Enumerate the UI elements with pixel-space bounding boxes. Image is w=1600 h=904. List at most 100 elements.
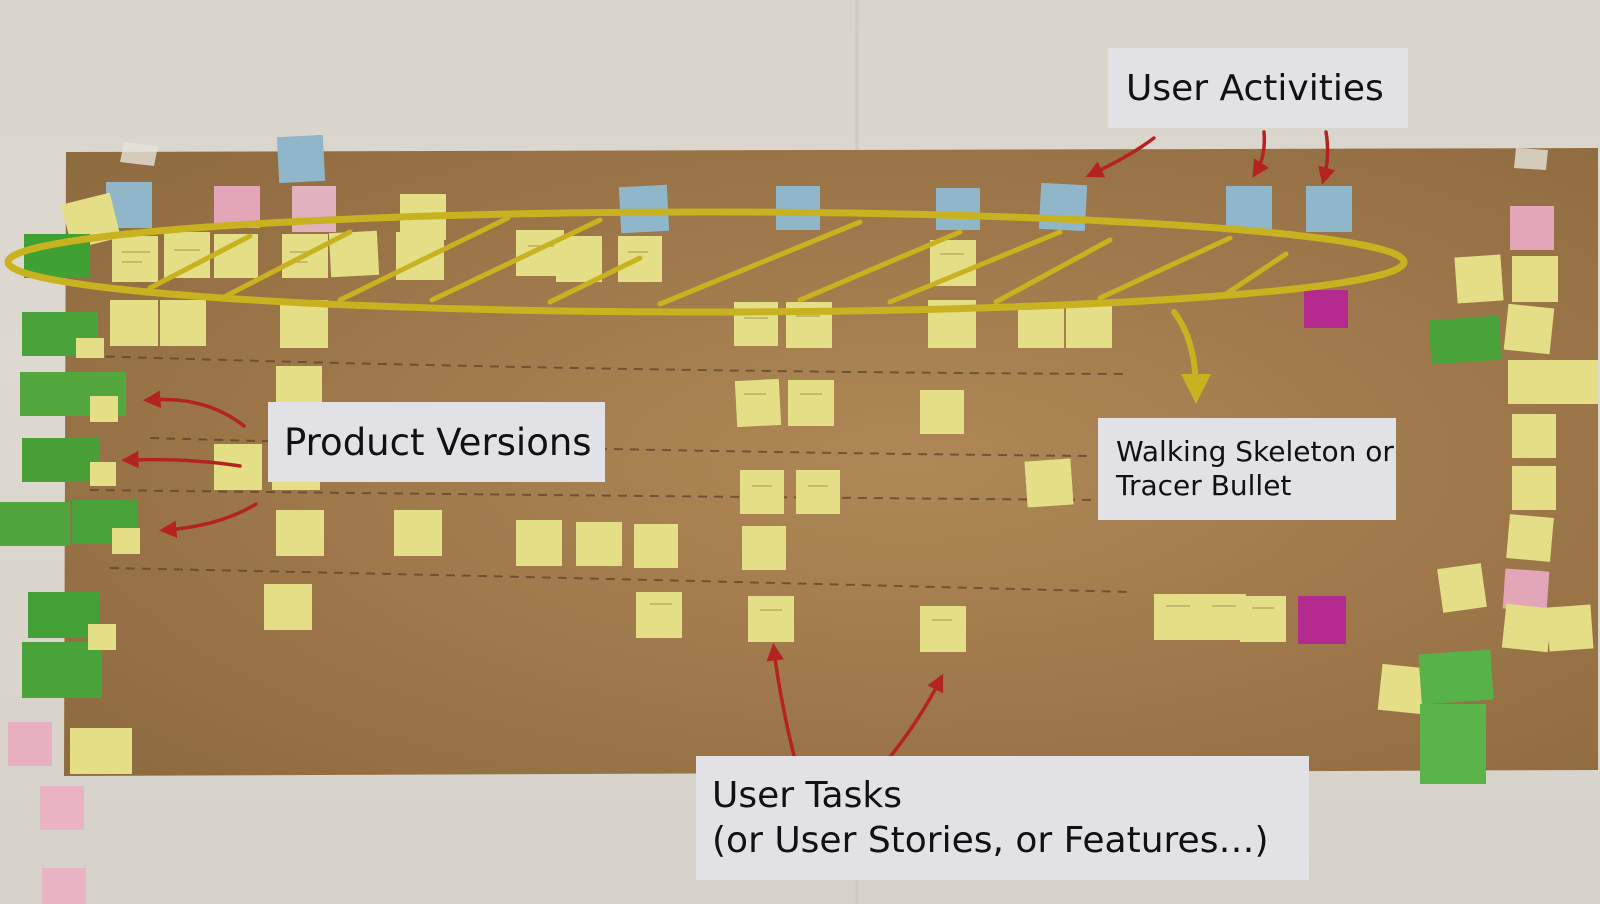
sticky-note-magenta xyxy=(1304,290,1348,328)
sticky-note-yellow xyxy=(1240,596,1286,642)
release-divider-1 xyxy=(89,355,1131,375)
sticky-note-yellow xyxy=(160,300,206,346)
sticky-note-yellow xyxy=(1508,360,1554,404)
sticky-note-pink xyxy=(8,722,52,766)
highlight-ellipse xyxy=(4,208,1408,316)
sticky-note-yellow xyxy=(1512,466,1556,510)
sticky-note-yellow xyxy=(1066,304,1112,348)
arrow-version-1 xyxy=(143,390,246,428)
wall-pink-notes xyxy=(8,722,86,904)
release-divider-2 xyxy=(149,437,1091,457)
sticky-note-yellow xyxy=(280,300,328,348)
arrow-task-2 xyxy=(884,673,944,764)
sticky-note-yellow xyxy=(276,510,324,556)
user-activities-callout: User Activities xyxy=(1108,48,1408,128)
arrow-activity-3 xyxy=(1318,130,1336,185)
sticky-note-green xyxy=(0,502,70,546)
skeleton-arrow xyxy=(1171,309,1211,404)
sticky-note-yellow xyxy=(734,378,782,428)
sticky-note-yellow xyxy=(556,236,602,282)
sticky-note-yellow xyxy=(1546,604,1594,652)
sticky-note-blue xyxy=(776,186,820,230)
sticky-note-yellow xyxy=(742,526,786,570)
sticky-note-green xyxy=(1420,704,1486,784)
release-number-tags xyxy=(76,338,140,650)
sticky-note-yellow xyxy=(1512,256,1558,302)
sticky-note-blue xyxy=(1038,182,1088,232)
sticky-note-yellow xyxy=(76,338,104,358)
sticky-note-yellow xyxy=(70,728,132,774)
sticky-note-yellow xyxy=(112,528,140,554)
sticky-note-green xyxy=(1428,315,1502,365)
activity-notes-blue xyxy=(106,134,1352,234)
sticky-note-yellow xyxy=(920,606,966,652)
release-notes-green xyxy=(0,234,1502,784)
sticky-note-yellow xyxy=(1024,458,1074,508)
sticky-note-blue xyxy=(1226,186,1272,232)
walking-skeleton-label: Walking Skeleton or Tracer Bullet xyxy=(1116,435,1394,502)
sticky-note-yellow xyxy=(88,624,116,650)
sticky-note-yellow xyxy=(1503,303,1555,355)
sticky-note-magenta xyxy=(1298,596,1346,644)
arrow-activity-2 xyxy=(1252,130,1269,178)
user-tasks-callout: User Tasks (or User Stories, or Features… xyxy=(696,756,1309,880)
sticky-note-pink xyxy=(292,186,336,232)
release-divider-4 xyxy=(109,567,1131,593)
sticky-note-yellow xyxy=(1454,254,1504,304)
sticky-note-blue xyxy=(936,188,980,230)
sticky-note-yellow xyxy=(788,380,834,426)
sticky-note-yellow xyxy=(1512,414,1556,458)
sticky-note-yellow xyxy=(1018,304,1064,348)
sticky-note-yellow xyxy=(110,300,158,346)
product-versions-callout: Product Versions xyxy=(268,402,605,482)
paper-tape-left xyxy=(120,142,158,166)
sticky-note-yellow xyxy=(576,522,622,566)
sticky-note-yellow xyxy=(1501,603,1553,653)
sticky-note-yellow xyxy=(1437,563,1487,613)
product-versions-label: Product Versions xyxy=(284,420,592,464)
walking-skeleton-highlight xyxy=(4,208,1408,404)
sticky-note-yellow xyxy=(1200,594,1246,640)
sticky-note-yellow xyxy=(920,390,964,434)
arrow-version-2 xyxy=(121,450,242,469)
sticky-note-pink xyxy=(1502,568,1550,612)
sticky-note-yellow xyxy=(796,470,840,514)
sticky-note-yellow xyxy=(90,462,116,486)
handwriting-scribbles xyxy=(122,245,1274,621)
sticky-note-yellow xyxy=(396,232,444,280)
release-dividers xyxy=(89,355,1131,593)
walking-skeleton-callout: Walking Skeleton or Tracer Bullet xyxy=(1098,418,1396,520)
sticky-note-yellow xyxy=(634,524,678,568)
sticky-note-yellow xyxy=(328,230,380,278)
sticky-note-green xyxy=(22,438,100,482)
sticky-note-yellow xyxy=(636,592,682,638)
sticky-note-yellow xyxy=(112,236,158,282)
highlight-hatching xyxy=(147,215,1289,307)
sticky-note-green xyxy=(1418,649,1494,705)
sticky-note-yellow xyxy=(930,240,976,286)
sticky-note-yellow xyxy=(1506,514,1554,562)
paper-tape-right xyxy=(1514,148,1548,170)
sticky-note-blue xyxy=(1306,186,1352,232)
sticky-note-pink xyxy=(1510,206,1554,250)
arrow-activity-1 xyxy=(1085,136,1156,178)
sticky-note-blue xyxy=(276,134,326,184)
sticky-note-yellow xyxy=(1377,663,1427,715)
sticky-note-yellow xyxy=(264,584,312,630)
sticky-note-yellow xyxy=(516,520,562,566)
sticky-note-yellow xyxy=(748,596,794,642)
sticky-note-yellow xyxy=(1552,360,1598,404)
sticky-note-pink xyxy=(40,786,84,830)
sticky-note-yellow xyxy=(394,510,442,556)
annotation-arrows xyxy=(121,130,1336,766)
arrow-version-3 xyxy=(159,502,258,538)
sticky-note-green xyxy=(22,642,102,698)
user-tasks-label: User Tasks (or User Stories, or Features… xyxy=(712,775,1269,861)
release-divider-3 xyxy=(89,489,1101,501)
sticky-note-yellow xyxy=(740,470,784,514)
sticky-note-pink xyxy=(42,868,86,904)
magenta-notes xyxy=(1298,290,1348,644)
arrow-task-1 xyxy=(766,643,798,766)
user-activities-label: User Activities xyxy=(1126,67,1384,109)
